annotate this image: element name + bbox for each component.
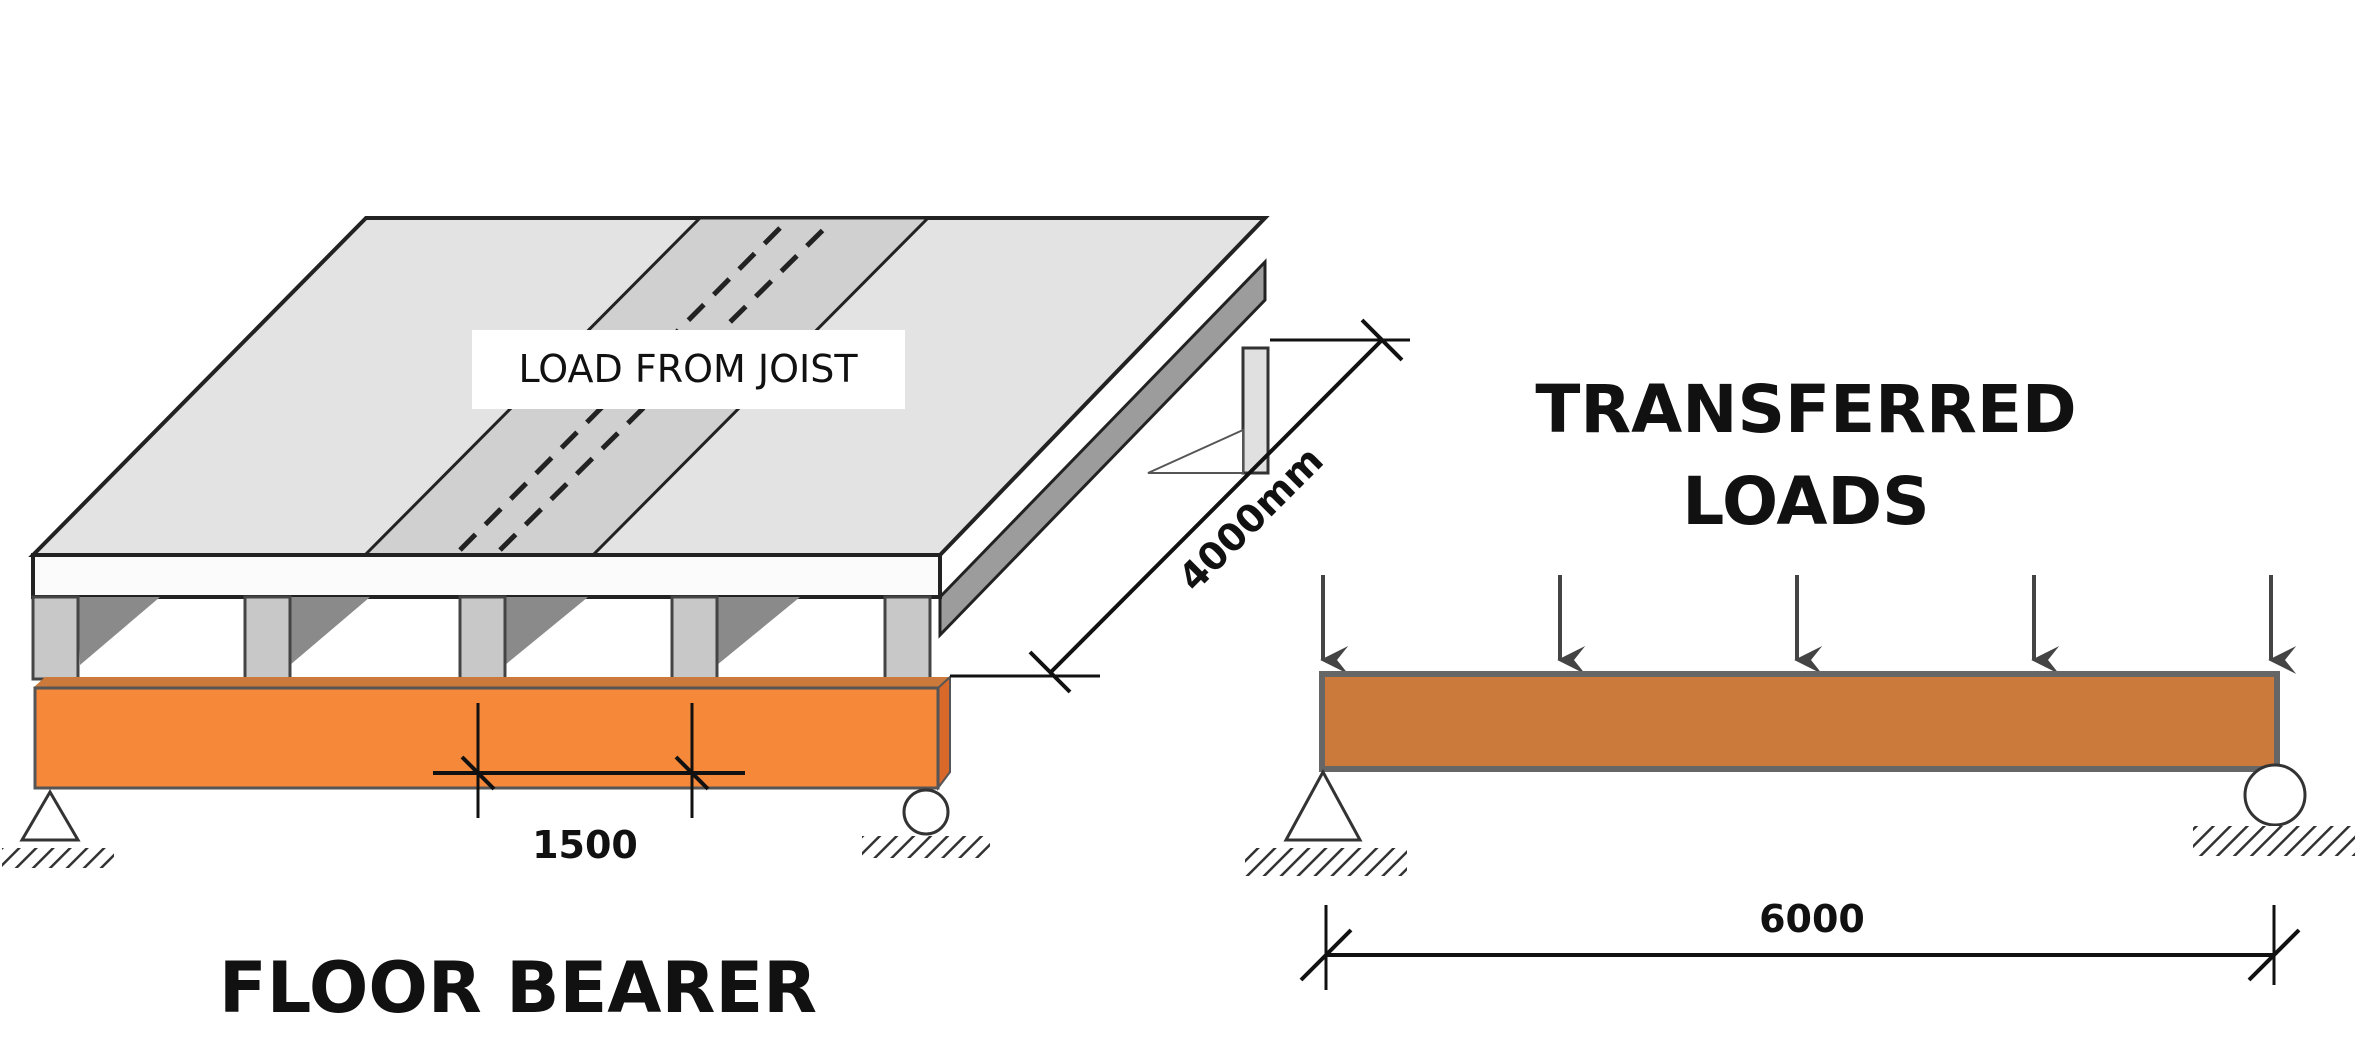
- bearer-side: [937, 674, 951, 791]
- floor-bearer-title: FLOOR BEARER: [219, 947, 817, 1029]
- joist: [31, 595, 80, 681]
- joist: [883, 595, 932, 681]
- point-loads: [1320, 575, 2297, 674]
- joists: [31, 595, 932, 681]
- dimension-6000-label: 6000: [1759, 897, 1865, 941]
- pin-support-right-diagram: [1245, 768, 1407, 876]
- floor-assembly-3d: 1500 4000mm LOAD FROM JOIST: [2, 216, 1410, 868]
- joist-shadow: [505, 597, 588, 665]
- transferred-beam: [1319, 671, 2280, 772]
- transferred-loads-title-line2: LOADS: [1682, 463, 1929, 540]
- dimension-6000: 6000: [1299, 897, 2301, 990]
- joist: [670, 595, 719, 681]
- joist-shadow: [78, 597, 160, 665]
- roller-support-left-diagram: [862, 788, 990, 858]
- joist-back-end: [1241, 346, 1270, 475]
- joist-shadow: [717, 597, 800, 665]
- load-from-joist-label: LOAD FROM JOIST: [518, 347, 858, 391]
- pin-support-left: [2, 789, 114, 868]
- joist: [458, 595, 507, 681]
- transferred-loads-title-line1: TRANSFERRED: [1535, 371, 2076, 448]
- bearer-front: [33, 686, 940, 790]
- roller-support-right-diagram: [2193, 763, 2355, 856]
- joist: [243, 595, 292, 681]
- dimension-1500-label: 1500: [532, 823, 638, 867]
- deck-side-face: [938, 258, 1267, 639]
- joist-shadow: [290, 597, 370, 665]
- joist-back-shadow: [1147, 428, 1244, 474]
- bearer-top-edge: [33, 677, 950, 688]
- load-from-joist-box: [472, 330, 905, 409]
- dimension-1500: 1500: [433, 703, 745, 867]
- deck-front-face: [31, 553, 942, 599]
